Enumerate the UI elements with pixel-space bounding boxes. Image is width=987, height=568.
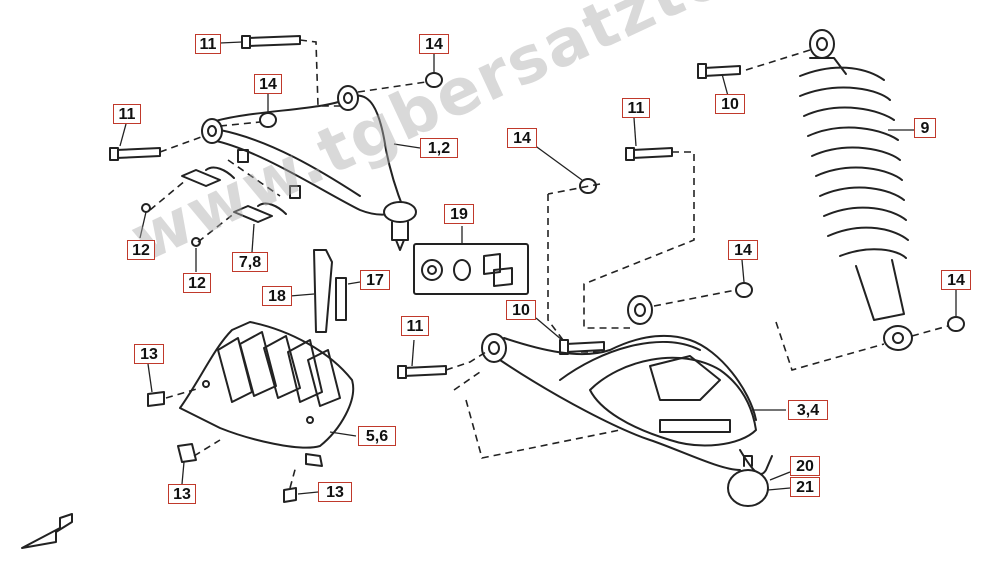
callout-1-2: 1,2 <box>420 138 458 158</box>
callout-12-right: 12 <box>183 273 211 293</box>
callout-14-top: 14 <box>419 34 449 54</box>
callout-14-center: 14 <box>507 128 537 148</box>
callout-17: 17 <box>360 270 390 290</box>
small-parts <box>313 243 529 333</box>
leader-lines <box>119 41 957 495</box>
callout-10-center: 10 <box>506 300 536 320</box>
callout-5-6: 5,6 <box>358 426 396 446</box>
bolts <box>109 35 741 379</box>
skid-plate <box>179 321 355 467</box>
callout-11-left: 11 <box>113 104 141 124</box>
lower-a-arm <box>481 295 773 507</box>
callout-21: 21 <box>790 477 820 497</box>
direction-arrow <box>21 513 73 549</box>
screws <box>147 391 297 503</box>
callout-13-lower-left: 13 <box>168 484 196 504</box>
callout-19: 19 <box>444 204 474 224</box>
brackets <box>181 149 301 223</box>
callout-14-far-right: 14 <box>941 270 971 290</box>
callout-10-right: 10 <box>715 94 745 114</box>
callout-14-upper-left: 14 <box>254 74 282 94</box>
assembly-lines <box>149 39 949 489</box>
callout-13-lower: 13 <box>318 482 352 502</box>
callout-13-upper: 13 <box>134 344 164 364</box>
callout-7-8: 7,8 <box>232 252 268 272</box>
callout-11-center: 11 <box>401 316 429 336</box>
callout-20: 20 <box>790 456 820 476</box>
callout-3-4: 3,4 <box>788 400 828 420</box>
nuts <box>141 72 965 332</box>
callout-11-right: 11 <box>622 98 650 118</box>
callout-11-top: 11 <box>195 34 221 54</box>
callout-14-lower-right: 14 <box>728 240 758 260</box>
callout-18: 18 <box>262 286 292 306</box>
callout-9: 9 <box>914 118 936 138</box>
callout-12-left: 12 <box>127 240 155 260</box>
shock-absorber <box>799 29 913 351</box>
